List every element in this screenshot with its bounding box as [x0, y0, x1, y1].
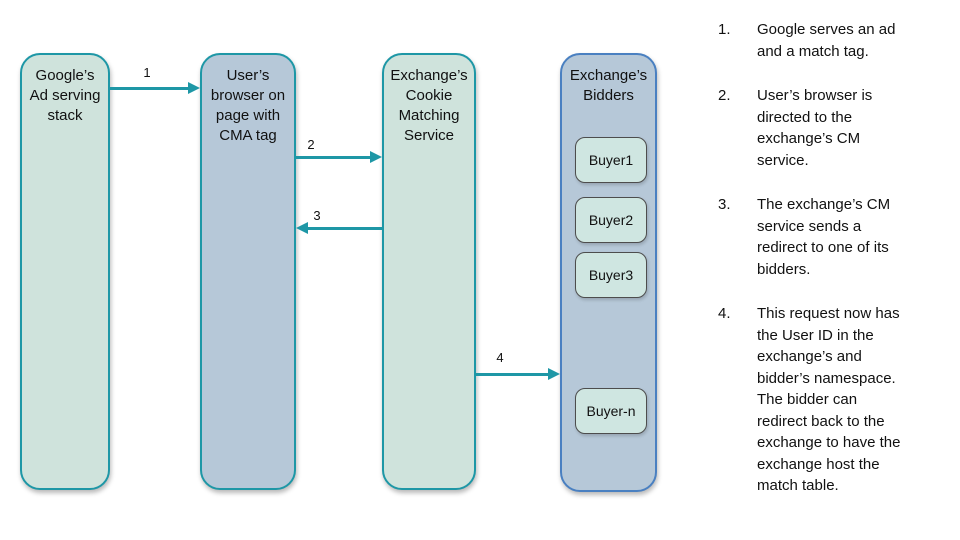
step-text: User’s browser is directed to the exchan…: [757, 87, 873, 169]
node-label: Exchange’s Cookie Matching Service: [390, 67, 468, 144]
arrowhead-right-icon: [188, 82, 200, 94]
step-number: 1.: [718, 21, 731, 38]
step-item-2: 2. User’s browser is directed to the exc…: [712, 85, 954, 171]
buyer-box-3: Buyer3: [575, 252, 647, 298]
node-google-ad-stack: Google’s Ad serving stack: [20, 53, 110, 490]
buyer-box-n: Buyer-n: [575, 388, 647, 434]
node-user-browser: User’s browser on page with CMA tag: [200, 53, 296, 490]
arrow-3-redirect-to-browser: [296, 222, 382, 235]
step-text: Google serves an ad and a match tag.: [757, 21, 896, 60]
steps-list: 1. Google serves an ad and a match tag. …: [712, 19, 954, 520]
buyer-box-2: Buyer2: [575, 197, 647, 243]
arrowhead-right-icon: [548, 368, 560, 380]
step-item-3: 3. The exchange’s CM service sends a red…: [712, 194, 954, 280]
arrow-2-redirect-to-cm: [296, 151, 382, 164]
arrow-line: [476, 373, 550, 376]
step-item-4: 4. This request now has the User ID in t…: [712, 303, 954, 497]
arrowhead-left-icon: [296, 222, 308, 234]
step-number: 2.: [718, 87, 731, 104]
node-label: Google’s Ad serving stack: [29, 67, 101, 124]
step-text: This request now has the User ID in the …: [757, 305, 901, 494]
node-label: Exchange’s Bidders: [569, 67, 648, 104]
arrow-number-2: 2: [307, 137, 315, 152]
buyer-box-1: Buyer1: [575, 137, 647, 183]
step-text: The exchange’s CM service sends a redire…: [757, 196, 891, 278]
arrow-1-ad-serve: [110, 82, 200, 95]
arrowhead-right-icon: [370, 151, 382, 163]
arrow-line: [306, 227, 382, 230]
arrow-line: [110, 87, 190, 90]
arrow-number-4: 4: [496, 350, 504, 365]
node-exchange-cm-service: Exchange’s Cookie Matching Service: [382, 53, 476, 490]
step-item-1: 1. Google serves an ad and a match tag.: [712, 19, 954, 62]
arrow-number-3: 3: [313, 208, 321, 223]
arrow-line: [296, 156, 372, 159]
step-number: 4.: [718, 305, 731, 322]
arrow-number-1: 1: [143, 65, 151, 80]
step-number: 3.: [718, 196, 731, 213]
node-exchange-bidders: Exchange’s Bidders Buyer1 Buyer2 Buyer3 …: [560, 53, 657, 492]
arrow-4-request-to-bidder: [476, 368, 560, 381]
node-label: User’s browser on page with CMA tag: [210, 67, 286, 144]
